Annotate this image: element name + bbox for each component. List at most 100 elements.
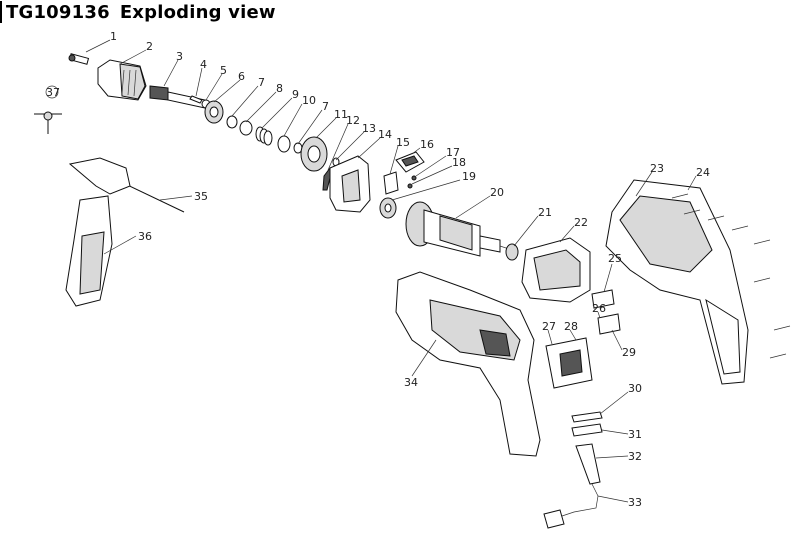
svg-text:12: 12 <box>346 114 360 127</box>
callout-33: 33 <box>597 495 642 509</box>
part-stator <box>521 237 591 303</box>
part-gearbox-cover <box>329 155 371 213</box>
callout-10: 10 <box>283 94 316 137</box>
svg-text:25: 25 <box>608 252 622 265</box>
svg-text:1: 1 <box>110 30 117 43</box>
part-cord-assembly <box>543 411 603 529</box>
part-spindle <box>149 85 206 109</box>
part-chuck-screw <box>68 53 90 65</box>
callout-27: 27 <box>542 320 556 345</box>
svg-text:19: 19 <box>462 170 476 183</box>
part-bearing-rear <box>379 197 397 219</box>
part-drill-body <box>395 271 541 457</box>
svg-text:16: 16 <box>420 138 434 151</box>
svg-text:17: 17 <box>446 146 460 159</box>
callout-5: 5 <box>205 64 227 101</box>
svg-text:10: 10 <box>302 94 316 107</box>
callout-14: 14 <box>357 128 392 159</box>
svg-text:24: 24 <box>696 166 710 179</box>
svg-text:15: 15 <box>396 136 410 149</box>
svg-text:3: 3 <box>176 50 183 63</box>
svg-text:22: 22 <box>574 216 588 229</box>
model-code: TG109136 <box>6 1 110 23</box>
svg-text:20: 20 <box>490 186 504 199</box>
callout-24: 24 <box>687 166 710 191</box>
callout-30: 30 <box>599 382 642 415</box>
callout-7a: 7 <box>231 76 265 117</box>
callout-25: 25 <box>603 252 622 293</box>
page-title: Exploding view <box>119 1 276 23</box>
part-bearing-front <box>204 100 224 124</box>
part-plate <box>277 135 291 153</box>
svg-text:34: 34 <box>404 376 418 389</box>
svg-text:8: 8 <box>276 82 283 95</box>
part-housing-half <box>605 179 749 385</box>
svg-text:31: 31 <box>628 428 642 441</box>
part-selector-knob <box>395 151 425 173</box>
svg-text:7: 7 <box>322 100 329 113</box>
callout-29: 29 <box>611 329 636 359</box>
title-rule <box>0 1 2 23</box>
callout-23: 23 <box>635 162 664 197</box>
part-housing-screws <box>671 193 791 359</box>
svg-text:26: 26 <box>592 302 606 315</box>
callout-18: 18 <box>411 156 466 185</box>
callout-6: 6 <box>213 70 245 103</box>
svg-text:11: 11 <box>334 108 348 121</box>
part-brush-holder-top <box>591 289 615 309</box>
callout-1: 1 <box>85 30 117 53</box>
part-chuck <box>97 59 147 101</box>
part-ring <box>239 120 253 136</box>
svg-text:5: 5 <box>220 64 227 77</box>
part-switch <box>545 337 593 389</box>
svg-text:21: 21 <box>538 206 552 219</box>
parts-drawing <box>34 53 791 529</box>
part-spring <box>255 126 273 146</box>
callout-13: 13 <box>335 122 376 161</box>
svg-text:13: 13 <box>362 122 376 135</box>
callout-19: 19 <box>391 170 476 201</box>
callout-32: 32 <box>595 450 642 463</box>
callout-34: 34 <box>404 339 437 389</box>
callout-26: 26 <box>592 302 606 319</box>
callout-28: 28 <box>564 320 578 341</box>
part-switch-plate <box>383 171 399 195</box>
callout-17: 17 <box>415 146 460 177</box>
svg-text:37: 37 <box>46 86 60 99</box>
part-washer-a <box>226 115 238 129</box>
svg-text:18: 18 <box>452 156 466 169</box>
callout-31: 31 <box>601 428 642 441</box>
callout-20: 20 <box>455 186 504 219</box>
callout-16: 16 <box>411 138 434 155</box>
callout-15: 15 <box>389 136 410 175</box>
svg-text:33: 33 <box>628 496 642 509</box>
callout-2: 2 <box>119 40 153 65</box>
svg-text:30: 30 <box>628 382 642 395</box>
svg-text:35: 35 <box>194 190 208 203</box>
part-key <box>189 95 203 104</box>
svg-text:6: 6 <box>238 70 245 83</box>
callout-3: 3 <box>163 50 183 87</box>
svg-text:27: 27 <box>542 320 556 333</box>
svg-text:36: 36 <box>138 230 152 243</box>
svg-text:23: 23 <box>650 162 664 175</box>
callout-8: 8 <box>245 82 283 123</box>
part-steel-ball <box>407 183 413 189</box>
svg-text:32: 32 <box>628 450 642 463</box>
part-gear <box>300 136 328 172</box>
part-side-handle <box>65 157 131 307</box>
svg-text:7: 7 <box>258 76 265 89</box>
callout-36: 36 <box>103 230 152 255</box>
callout-21: 21 <box>513 206 552 247</box>
svg-text:9: 9 <box>292 88 299 101</box>
svg-text:2: 2 <box>146 40 153 53</box>
part-chuck-key <box>34 111 62 134</box>
svg-text:4: 4 <box>200 58 207 71</box>
title-bar: TG109136 Exploding view <box>0 0 276 24</box>
svg-text:29: 29 <box>622 346 636 359</box>
callout-labels: 1 2 3 4 5 6 7 8 9 10 7 11 12 13 14 15 16… <box>45 30 710 509</box>
part-bearing-armature <box>505 243 519 261</box>
callout-22: 22 <box>559 216 588 243</box>
part-spring-ball <box>411 175 417 181</box>
callout-11: 11 <box>315 108 348 139</box>
